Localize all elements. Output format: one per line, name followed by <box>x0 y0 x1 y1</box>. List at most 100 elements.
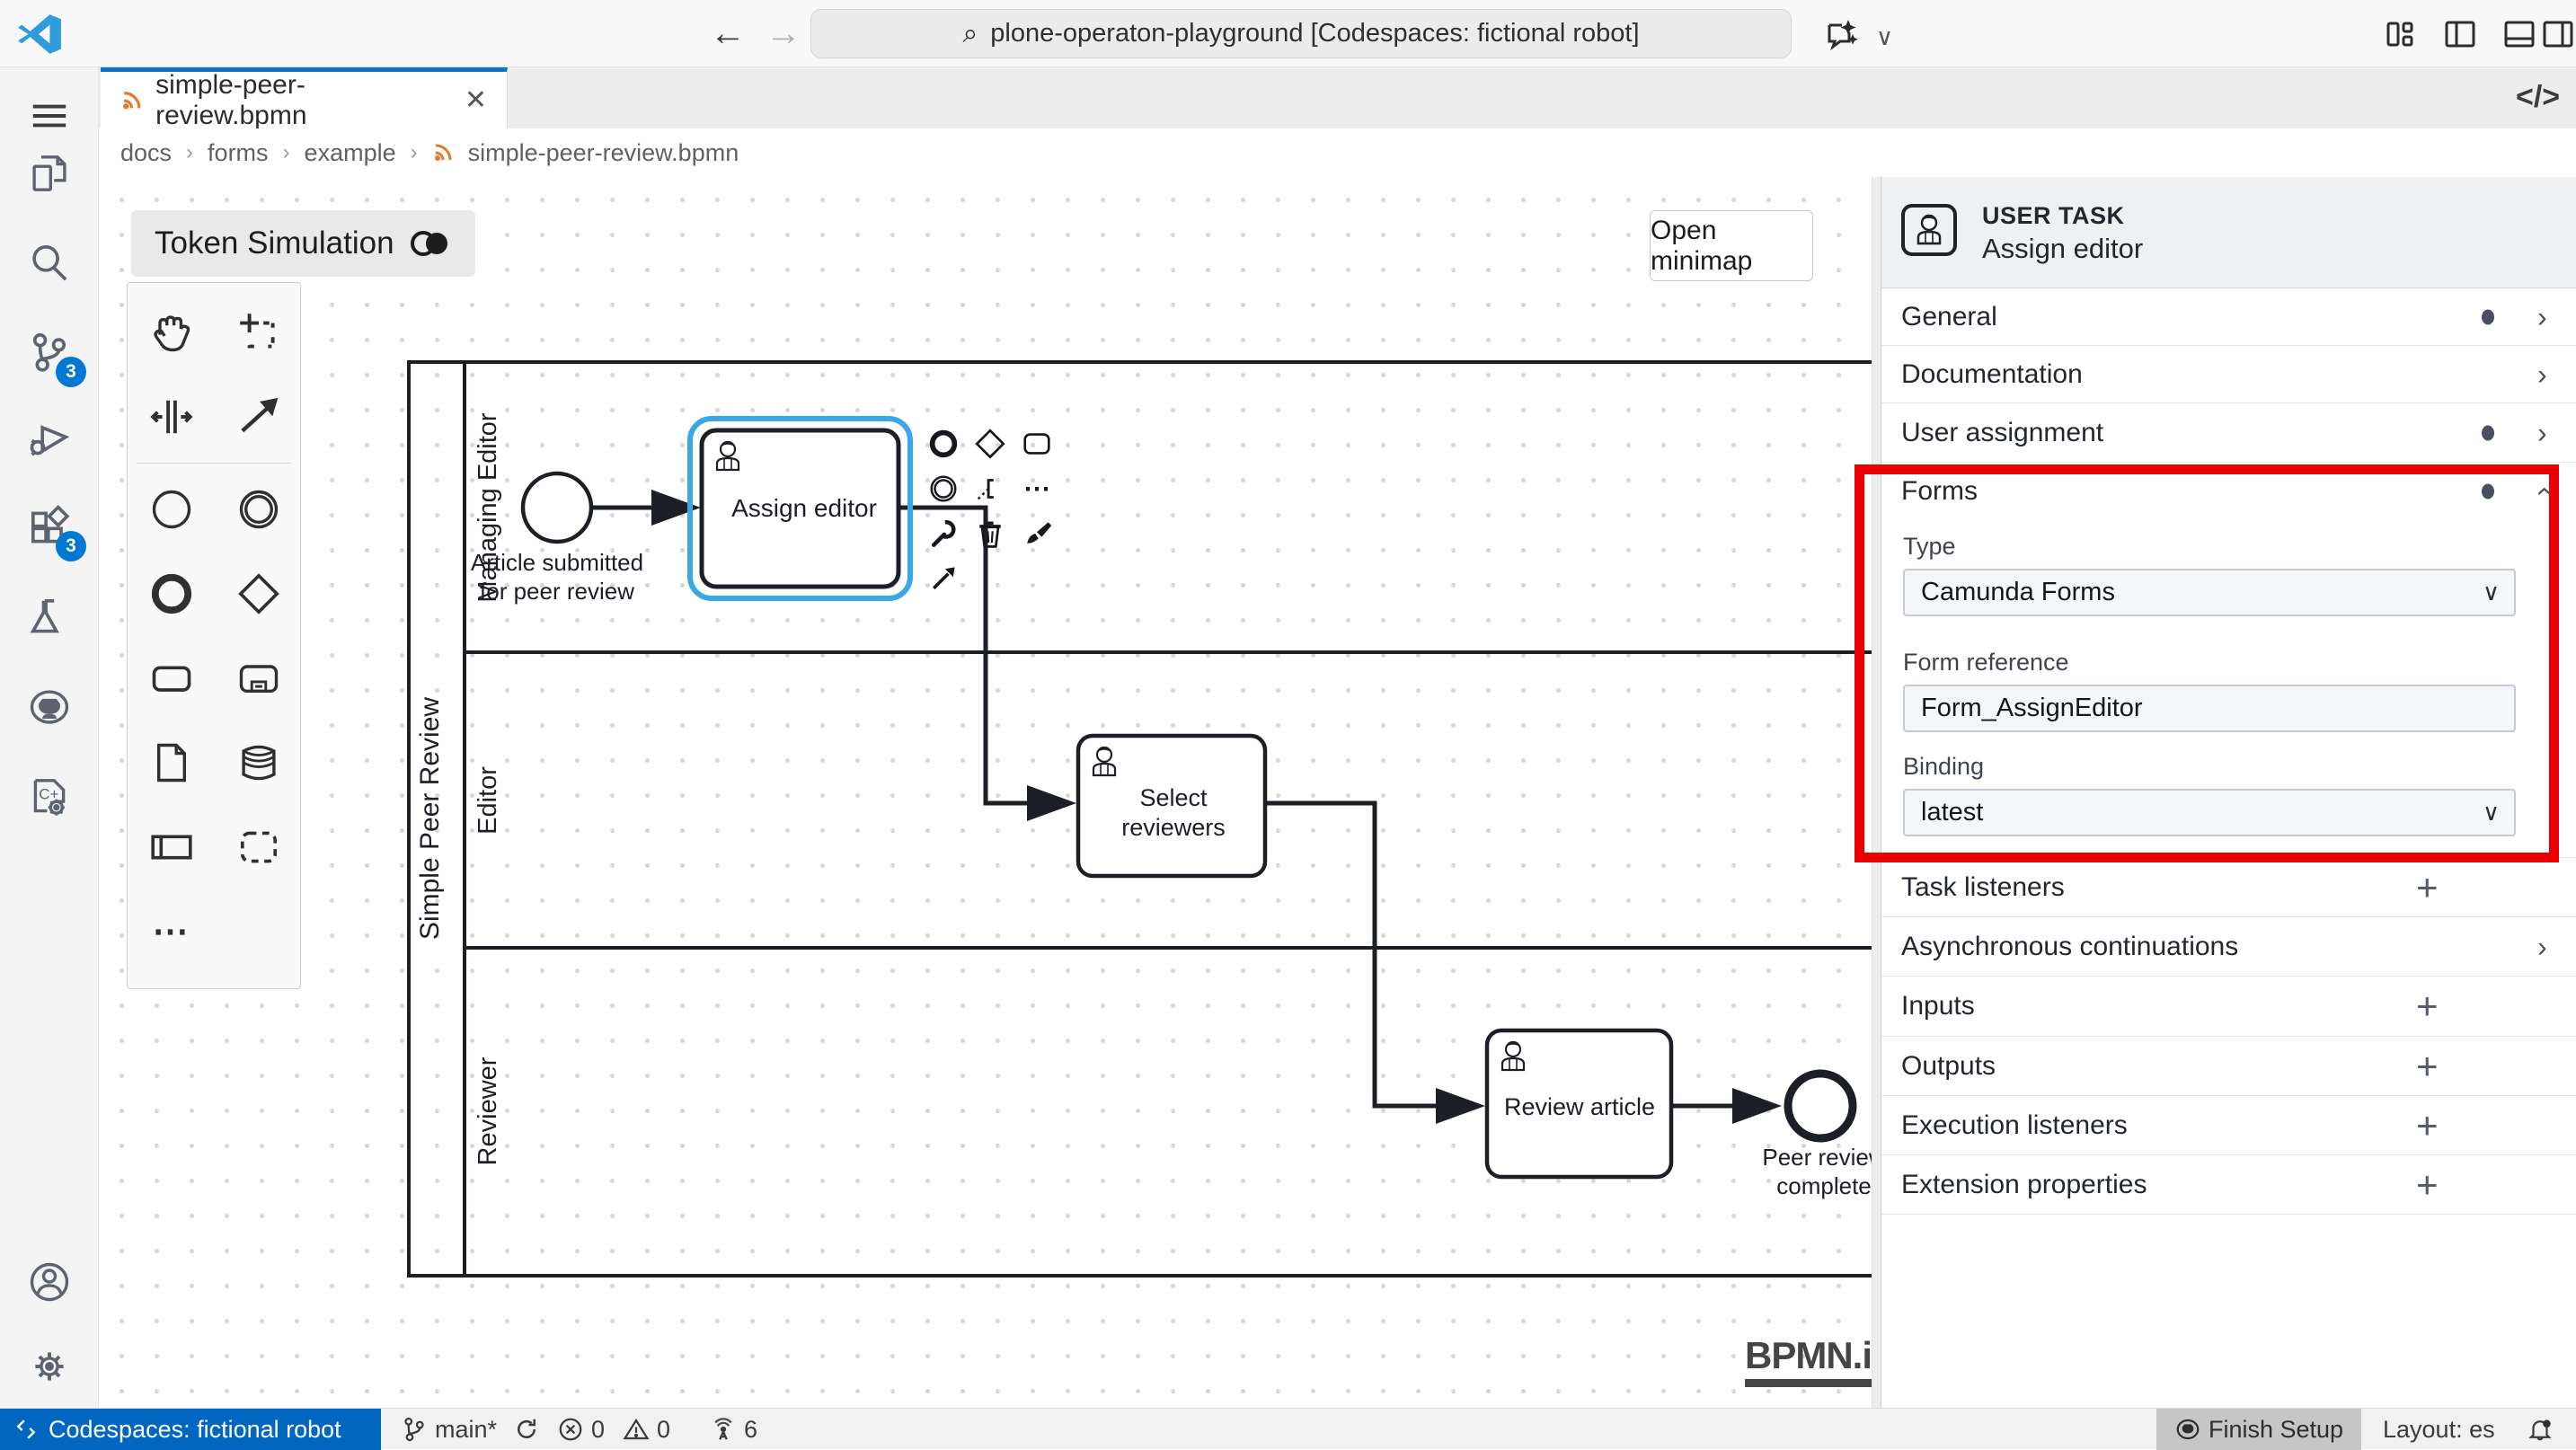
create-participant-icon[interactable] <box>128 805 215 889</box>
section-inputs[interactable]: Inputs + <box>1881 977 2576 1037</box>
explorer-icon[interactable] <box>0 132 99 215</box>
flow-assign-to-select[interactable] <box>899 505 1076 821</box>
section-forms-header[interactable]: Forms › <box>1901 476 2558 506</box>
section-task-listeners[interactable]: Task listeners + <box>1881 858 2576 917</box>
tab-simple-peer-review[interactable]: simple-peer-review.bpmn ✕ <box>101 67 508 130</box>
create-data-store-icon[interactable] <box>215 721 302 805</box>
create-group-icon[interactable] <box>215 805 302 889</box>
problems-indicator[interactable]: 0 0 <box>557 1409 670 1450</box>
run-debug-icon[interactable] <box>0 398 99 481</box>
toggle-panel-icon[interactable] <box>2501 16 2537 52</box>
create-data-object-icon[interactable] <box>128 721 215 805</box>
warning-count: 0 <box>657 1415 671 1443</box>
append-intermediate-event-icon[interactable] <box>920 466 967 511</box>
binding-select[interactable]: latest ∨ <box>1903 789 2516 836</box>
testing-flask-icon[interactable] <box>0 576 99 659</box>
hand-tool-icon[interactable] <box>128 290 215 375</box>
chevron-down-icon[interactable]: ∨ <box>1876 23 1894 50</box>
create-gateway-icon[interactable] <box>215 552 302 636</box>
section-documentation[interactable]: Documentation › <box>1881 346 2576 403</box>
sync-icon[interactable] <box>513 1416 540 1443</box>
create-intermediate-event-icon[interactable] <box>215 467 302 552</box>
plus-icon[interactable]: + <box>2416 1163 2439 1206</box>
start-event[interactable] <box>520 471 594 544</box>
section-general[interactable]: General › <box>1881 288 2576 346</box>
section-async-continuations[interactable]: Asynchronous continuations › <box>1881 917 2576 977</box>
finish-setup-button[interactable]: Finish Setup <box>2156 1409 2361 1450</box>
tab-close-icon[interactable]: ✕ <box>464 85 487 115</box>
type-select[interactable]: Camunda Forms ∨ <box>1903 569 2516 616</box>
form-reference-value: Form_AssignEditor <box>1921 694 2143 722</box>
form-reference-input[interactable]: Form_AssignEditor <box>1903 685 2516 732</box>
bpmn-diagram: Simple Peer Review Managing Editor Edito… <box>407 360 1881 1278</box>
copilot-chat-icon[interactable] <box>1824 16 1860 52</box>
breadcrumb-item[interactable]: forms <box>208 138 269 166</box>
section-forms: Forms › Type Camunda Forms ∨ Form refere… <box>1881 463 2576 858</box>
nav-forward-arrow[interactable]: → <box>766 13 801 53</box>
breadcrumb-item[interactable]: docs <box>120 138 173 166</box>
pool-simple-peer-review[interactable] <box>407 360 1881 1278</box>
plus-icon[interactable]: + <box>2416 865 2439 908</box>
append-task-icon[interactable] <box>1014 421 1060 466</box>
ports-indicator[interactable]: 6 <box>710 1409 757 1450</box>
nav-back-arrow[interactable]: ← <box>710 13 746 53</box>
source-control-icon[interactable]: 3 <box>0 312 99 394</box>
chevron-right-icon: › <box>2537 358 2547 390</box>
section-execution-listeners[interactable]: Execution listeners + <box>1881 1096 2576 1155</box>
plus-icon[interactable]: + <box>2416 1103 2439 1146</box>
breadcrumb-item[interactable]: example <box>304 138 396 166</box>
error-count: 0 <box>591 1415 606 1443</box>
open-source-icon[interactable]: </> <box>2516 79 2561 114</box>
append-end-event-icon[interactable] <box>920 421 967 466</box>
layout-indicator[interactable]: Layout: es <box>2383 1409 2495 1450</box>
section-outputs[interactable]: Outputs + <box>1881 1037 2576 1096</box>
flow-select-to-review[interactable] <box>1265 800 1485 1124</box>
task-select-reviewers[interactable] <box>1076 733 1268 879</box>
remote-indicator[interactable]: Codespaces: fictional robot <box>0 1409 381 1450</box>
bpmn-canvas[interactable]: Simple Peer Review Managing Editor Edito… <box>99 177 1881 1408</box>
task-assign-editor[interactable] <box>699 428 901 589</box>
append-text-annotation-icon[interactable] <box>967 466 1014 511</box>
task-review-article[interactable] <box>1484 1028 1674 1180</box>
lasso-tool-icon[interactable] <box>215 290 302 375</box>
breadcrumb-file[interactable]: simple-peer-review.bpmn <box>467 138 739 166</box>
create-end-event-icon[interactable] <box>128 552 215 636</box>
create-subprocess-icon[interactable] <box>215 636 302 721</box>
select-chevron-icon: ∨ <box>2482 579 2500 606</box>
activity-bar: 3 3 C+ <box>0 67 99 1408</box>
create-start-event-icon[interactable] <box>128 467 215 552</box>
menu-hamburger-icon[interactable] <box>0 75 99 157</box>
color-brush-icon[interactable] <box>1014 511 1060 556</box>
account-icon[interactable] <box>0 1241 99 1323</box>
notifications-bell[interactable] <box>2527 1409 2554 1450</box>
github-icon[interactable] <box>0 666 99 748</box>
append-gateway-icon[interactable] <box>967 421 1014 466</box>
toggle-secondary-sidebar-icon[interactable] <box>2540 16 2576 52</box>
customize-layout-icon[interactable] <box>2383 16 2419 52</box>
plus-icon[interactable]: + <box>2416 1044 2439 1087</box>
end-event[interactable] <box>1784 1069 1857 1143</box>
create-task-icon[interactable] <box>128 636 215 721</box>
context-more-icon[interactable]: ⋯ <box>1023 473 1050 504</box>
canvas-scrollbar[interactable] <box>1872 177 1881 1408</box>
section-user-assignment[interactable]: User assignment › <box>1881 403 2576 463</box>
extensions-icon[interactable]: 3 <box>0 486 99 569</box>
section-extension-properties[interactable]: Extension properties + <box>1881 1155 2576 1215</box>
settings-gear-icon[interactable] <box>0 1325 99 1408</box>
space-tool-icon[interactable] <box>128 375 215 459</box>
toggle-primary-sidebar-icon[interactable] <box>2442 16 2478 52</box>
connect-arrow-icon[interactable] <box>920 556 967 601</box>
start-event-label: Article submitted <box>471 549 643 576</box>
branch-indicator[interactable]: main* <box>401 1409 540 1450</box>
command-center-search[interactable]: ⌕ plone-operaton-playground [Codespaces:… <box>810 9 1792 58</box>
open-minimap-button[interactable]: Open minimap <box>1650 210 1813 281</box>
trash-delete-icon[interactable] <box>967 511 1014 556</box>
palette-more-icon[interactable]: ⋯ <box>152 912 190 951</box>
search-sidebar-icon[interactable] <box>0 222 99 305</box>
global-connect-icon[interactable] <box>215 375 302 459</box>
remote-tools-icon[interactable]: C+ <box>0 756 99 838</box>
token-simulation-toggle[interactable]: Token Simulation <box>131 210 475 277</box>
bpmn-file-icon <box>434 144 452 161</box>
wrench-change-type-icon[interactable] <box>920 511 967 556</box>
plus-icon[interactable]: + <box>2416 985 2439 1027</box>
